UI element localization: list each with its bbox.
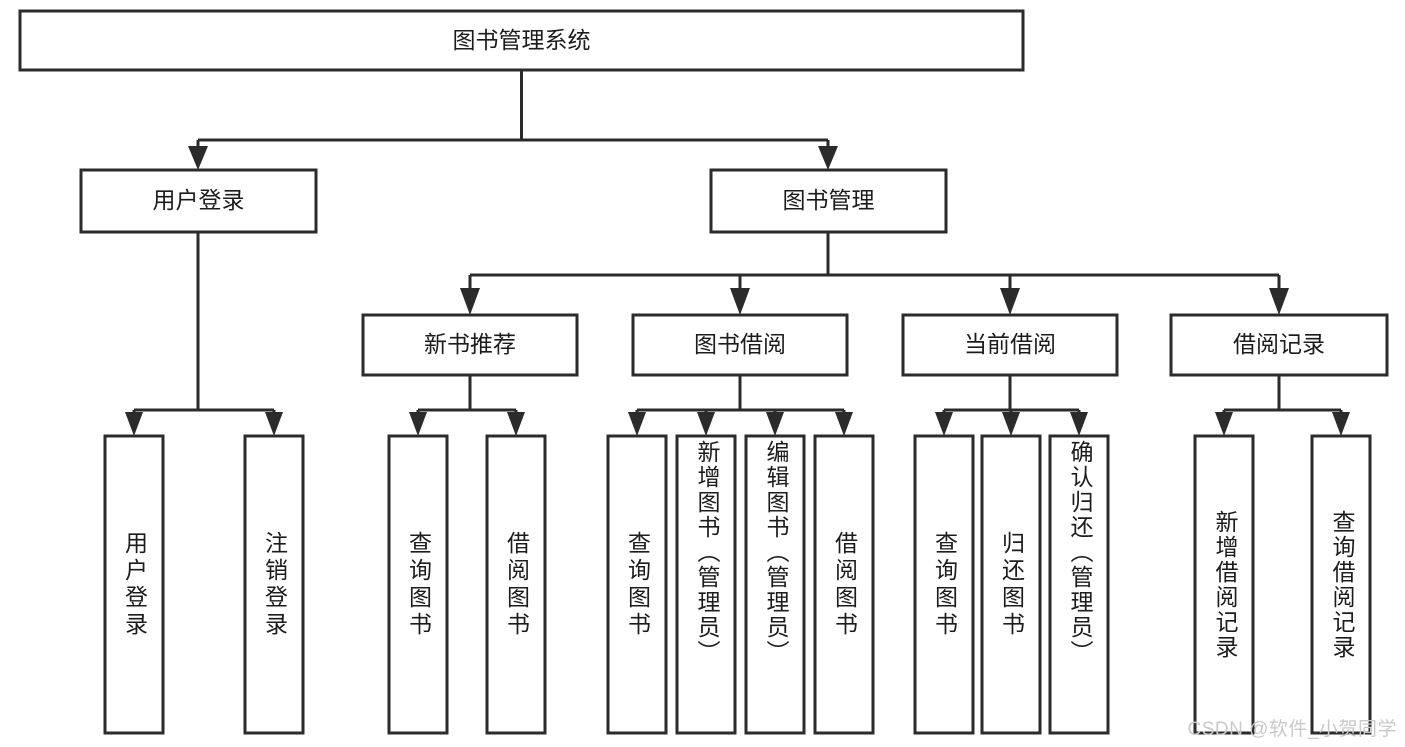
leaf-box-bookborrow-3[interactable] — [744, 434, 806, 735]
new-book-recommend-label: 新书推荐 — [424, 331, 516, 357]
leaf-label-bookborrow-3: 编辑图书（管理员） — [762, 440, 789, 665]
arrowhead-leaf-bb-4 — [835, 412, 853, 436]
leaf-label-newbook-2: 借阅图书 — [503, 530, 530, 639]
leaf-box-bookborrow-2[interactable] — [675, 434, 737, 735]
node-user-login[interactable]: 用户登录 — [79, 168, 318, 234]
arrowhead-l2-1 — [460, 288, 480, 315]
leaf-box-user-login-1[interactable] — [103, 434, 165, 735]
leaf-box-currentborrow-2[interactable] — [980, 434, 1042, 735]
arrowhead-leaf-login-1 — [125, 412, 143, 436]
user-login-label: 用户登录 — [153, 187, 245, 213]
leaf-box-borrowrecord-1[interactable] — [1193, 434, 1255, 735]
leaf-label-borrowrecord-1: 新增借阅记录 — [1211, 509, 1238, 660]
leaf-box-currentborrow-1[interactable] — [913, 434, 975, 735]
leaf-label-wrap: 新增图书（管理员） — [677, 440, 735, 733]
book-borrow-label: 图书借阅 — [694, 331, 786, 357]
leaf-box-bookborrow-4[interactable] — [813, 434, 875, 735]
leaf-box-newbook-1[interactable] — [387, 434, 449, 735]
leaf-label-bookborrow-2: 新增图书（管理员） — [693, 440, 720, 665]
arrowhead-leaf-nb-2 — [507, 412, 525, 436]
root-box[interactable] — [18, 9, 1025, 72]
root-label: 图书管理系统 — [453, 27, 591, 53]
user-login-box[interactable] — [79, 168, 318, 234]
borrow-record-box[interactable] — [1169, 313, 1389, 377]
leaf-label-user-login-2: 注销登录 — [261, 530, 288, 639]
leaf-label-newbook-1: 查询图书 — [405, 530, 432, 639]
leaf-label-wrap: 确认归还（管理员） — [1050, 440, 1108, 733]
current-borrow-label: 当前借阅 — [964, 331, 1056, 357]
arrowhead-leaf-br-2 — [1332, 412, 1350, 436]
book-management-box[interactable] — [709, 168, 948, 234]
borrow-record-label: 借阅记录 — [1233, 331, 1325, 357]
leaf-node[interactable] — [103, 434, 165, 735]
arrowhead-leaf-cb-3 — [1070, 412, 1088, 436]
leaf-label-bookborrow-4: 借阅图书 — [831, 530, 858, 639]
arrowhead-l2-2 — [730, 288, 750, 315]
arrowhead-login — [188, 146, 208, 170]
current-borrow-box[interactable] — [901, 313, 1119, 377]
arrowhead-leaf-nb-1 — [409, 412, 427, 436]
node-borrow-record[interactable]: 借阅记录 — [1169, 313, 1389, 377]
leaf-node[interactable] — [606, 434, 668, 735]
arrowhead-leaf-login-2 — [265, 412, 283, 436]
arrowhead-manage — [818, 146, 838, 170]
leaf-label-wrap: 借阅图书 — [487, 436, 545, 733]
leaf-label-wrap: 查询图书 — [915, 436, 973, 733]
leaf-node[interactable] — [485, 434, 547, 735]
book-management-label: 图书管理 — [783, 187, 875, 213]
arrowhead-leaf-br-1 — [1215, 412, 1233, 436]
leaf-label-currentborrow-1: 查询图书 — [931, 530, 958, 639]
leaf-box-borrowrecord-2[interactable] — [1310, 434, 1372, 735]
node-book-management[interactable]: 图书管理 — [709, 168, 948, 234]
node-current-borrow[interactable]: 当前借阅 — [901, 313, 1119, 377]
leaf-label-user-login-1: 用户登录 — [121, 530, 148, 639]
arrowhead-leaf-cb-2 — [1002, 412, 1020, 436]
leaf-node[interactable] — [387, 434, 449, 735]
leaf-box-newbook-2[interactable] — [485, 434, 547, 735]
leaf-node[interactable] — [1310, 434, 1372, 735]
leaf-label-currentborrow-2: 归还图书 — [998, 530, 1025, 639]
leaf-label-borrowrecord-2: 查询借阅记录 — [1328, 509, 1355, 660]
leaf-node[interactable] — [243, 434, 305, 735]
arrowhead-leaf-cb-1 — [935, 412, 953, 436]
arrowhead-l2-4 — [1269, 288, 1289, 315]
leaf-box-user-login-2[interactable] — [243, 434, 305, 735]
leaf-label-wrap: 查询借阅记录 — [1312, 436, 1370, 733]
arrowhead-leaf-bb-3 — [766, 412, 784, 436]
leaf-label-wrap: 借阅图书 — [815, 436, 873, 733]
leaf-label-bookborrow-1: 查询图书 — [624, 530, 651, 639]
leaf-node[interactable] — [813, 434, 875, 735]
leaf-label-wrap: 查询图书 — [389, 436, 447, 733]
arrowhead-leaf-bb-1 — [628, 412, 646, 436]
book-borrow-box[interactable] — [631, 313, 849, 377]
node-root[interactable]: 图书管理系统 — [18, 9, 1025, 72]
leaf-label-wrap: 归还图书 — [982, 436, 1040, 733]
leaf-label-wrap: 新增借阅记录 — [1195, 436, 1253, 733]
leaf-label-wrap: 编辑图书（管理员） — [746, 440, 804, 733]
leaf-box-bookborrow-1[interactable] — [606, 434, 668, 735]
leaf-node[interactable] — [744, 434, 806, 735]
leaf-node[interactable] — [1193, 434, 1255, 735]
leaf-label-currentborrow-3: 确认归还（管理员） — [1066, 440, 1093, 665]
leaf-label-wrap: 注销登录 — [245, 436, 303, 733]
leaf-node[interactable] — [1048, 434, 1110, 735]
leaf-node[interactable] — [675, 434, 737, 735]
arrowhead-l2-3 — [1000, 288, 1020, 315]
node-book-borrow[interactable]: 图书借阅 — [631, 313, 849, 377]
new-book-recommend-box[interactable] — [361, 313, 579, 377]
connectors — [125, 70, 1350, 436]
leaf-node[interactable] — [980, 434, 1042, 735]
leaf-box-currentborrow-3[interactable] — [1048, 434, 1110, 735]
leaf-label-wrap: 用户登录 — [105, 436, 163, 733]
node-new-book-recommend[interactable]: 新书推荐 — [361, 313, 579, 377]
leaf-node[interactable] — [913, 434, 975, 735]
leaf-label-wrap: 查询图书 — [608, 436, 666, 733]
arrowhead-leaf-bb-2 — [697, 412, 715, 436]
